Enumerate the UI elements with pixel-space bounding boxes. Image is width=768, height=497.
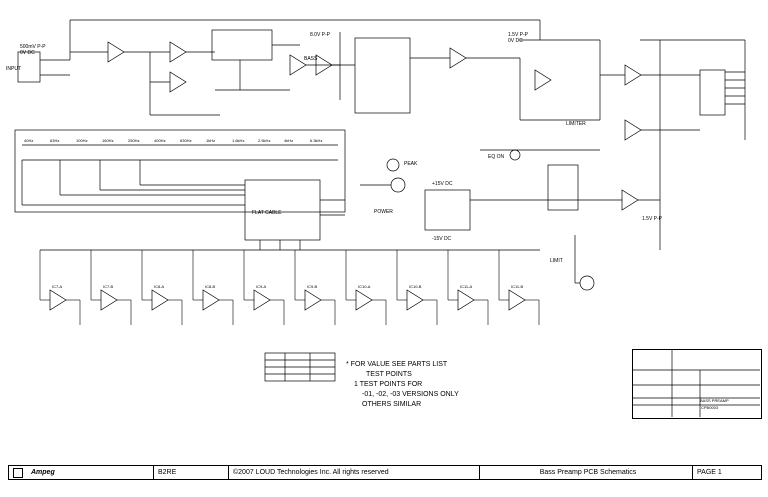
eq-slider-label: 2.5kHz	[258, 138, 270, 143]
opamp-ic2a	[169, 71, 187, 93]
limiter-label: LIMITER	[566, 121, 586, 127]
title-block-sheet: CPB0003	[701, 405, 719, 410]
signal-label-1: 500mV P-P	[20, 44, 46, 50]
opamp-ic3b	[315, 54, 333, 76]
opamp-label: IC10-B	[409, 284, 422, 289]
opamp-ic4a	[449, 47, 467, 69]
signal-label-7: -15V DC	[432, 236, 452, 242]
footer-copyright: ©2007 LOUD Technologies Inc. All rights …	[229, 466, 480, 479]
input-jack	[17, 51, 41, 83]
footer-model: B2RE	[154, 466, 229, 479]
output-connector	[699, 69, 726, 116]
note-line-5: OTHERS SIMILAR	[362, 401, 422, 408]
opamp-label: IC9-B	[307, 284, 318, 289]
opamp-label: IC11-B	[511, 284, 523, 289]
power-label: POWER	[374, 209, 393, 215]
ampeg-logo: Ampeg	[31, 469, 55, 476]
eq-slider-label: 400Hz	[154, 138, 166, 143]
footer-bar: Ampeg B2RE ©2007 LOUD Technologies Inc. …	[8, 465, 762, 480]
flat-cable-connector	[244, 179, 321, 241]
opamp-ic4b	[534, 69, 552, 91]
eq-slider-label: 630Hz	[180, 138, 192, 143]
signal-label-6: +15V DC	[432, 181, 453, 187]
note-line-3: 1 TEST POINTS FOR	[354, 381, 423, 388]
eq-slider-label: 160Hz	[102, 138, 114, 143]
title-block-title: BASS PREAMP	[700, 398, 729, 403]
opamp-limiter	[621, 189, 639, 211]
eq-slider-label: 40Hz	[24, 138, 33, 143]
opamp-ic3a	[289, 54, 307, 76]
flat-cable-label: FLAT CABLE	[252, 210, 282, 216]
input-label: INPUT	[6, 66, 21, 72]
note-line-2: TEST POINTS	[366, 371, 412, 378]
opamp-label: IC7-A	[52, 284, 63, 289]
eq-slider-box	[14, 129, 346, 213]
footer-logo-cell: Ampeg	[9, 466, 154, 479]
eq-slider-label: 4kHz	[284, 138, 293, 143]
signal-label-3: 1.5V P-P	[508, 32, 529, 38]
notes-block: * FOR VALUE SEE PARTS LIST TEST POINTS 1…	[346, 360, 459, 410]
opamp-ic1a	[107, 41, 125, 63]
signal-label-2: 0V DC	[20, 50, 35, 56]
eq-slider-label: 6.3kHz	[310, 138, 322, 143]
opamp-ic1b	[169, 41, 187, 63]
note-line-4: -01, -02, -03 VERSIONS ONLY	[362, 391, 459, 398]
eq-on-label: EQ ON	[488, 154, 505, 160]
footer-page: PAGE 1	[697, 469, 722, 476]
eq-slider-label: 1.6kHz	[232, 138, 244, 143]
signal-label-8: 1.5V P-P	[642, 216, 663, 222]
opamp-label: IC10-A	[358, 284, 371, 289]
opamp-label: IC7-B	[103, 284, 114, 289]
ampeg-logo-icon	[13, 467, 23, 478]
peak-led	[386, 158, 400, 172]
opamp-label: IC11-A	[460, 284, 472, 289]
signal-label-4: 0V DC	[508, 38, 523, 44]
eq-slider-label: 250Hz	[128, 138, 140, 143]
peak-label: PEAK	[404, 161, 418, 167]
eq-slider-label: 63Hz	[50, 138, 59, 143]
eq-slider-label: 100Hz	[76, 138, 88, 143]
footer-title: Bass Preamp PCB Schematics	[480, 466, 693, 479]
bass-control-label: BASS	[304, 56, 318, 62]
note-line-1: * FOR VALUE SEE PARTS LIST	[346, 361, 448, 368]
eq-on-led	[509, 149, 521, 161]
transistor-q2	[579, 275, 595, 291]
opamp-ic5b	[624, 119, 642, 141]
signal-label-5: 8.0V P-P	[310, 32, 331, 38]
transistor-q1	[390, 177, 406, 193]
slider-labels: 40Hz 63Hz 100Hz 160Hz 250Hz 400Hz 630Hz 1kHz 1.6…	[24, 138, 322, 143]
opamp-label: IC9-A	[256, 284, 267, 289]
opamp-label: IC8-A	[154, 284, 165, 289]
limit-label: LIMIT	[550, 258, 563, 264]
opamp-label: IC8-B	[205, 284, 216, 289]
eq-slider-label: 1kHz	[206, 138, 215, 143]
opamp-ic5a	[624, 64, 642, 86]
opamp-labels: IC7-A IC7-B IC8-A IC8-B IC9-A IC9-B IC10-A IC10…	[52, 284, 523, 289]
title-block	[632, 349, 762, 419]
